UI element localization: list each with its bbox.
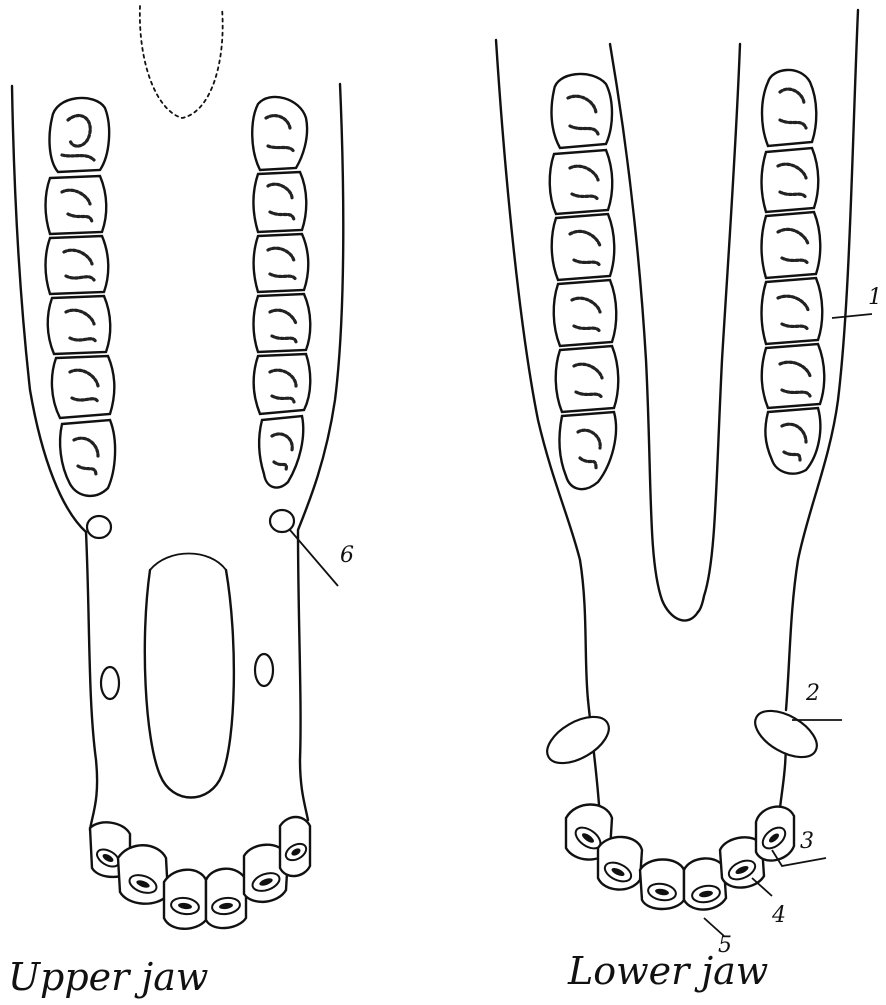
lower-incisors: [566, 805, 794, 910]
palatine-fissure-top: [150, 554, 226, 571]
lower-right-tooth-6: [765, 408, 820, 474]
label-4-leader: [752, 878, 772, 896]
soft-palate: [140, 6, 223, 118]
upper-right-tooth-4: [254, 294, 311, 352]
lower-jaw-inner-right: [698, 44, 740, 612]
lower-left-tooth-4: [554, 280, 617, 346]
lower-right-tooth-1: [762, 70, 816, 146]
upper-right-tooth-1: [252, 97, 307, 170]
foramen-right: [270, 510, 294, 532]
upper-left-tooth-2: [46, 176, 107, 234]
upper-left-tooth-6: [60, 420, 115, 496]
label-4: 4: [771, 903, 786, 928]
lower-left-tooth-1: [552, 74, 612, 148]
label-3: 3: [800, 829, 814, 854]
upper-right-tooth-5: [254, 354, 311, 414]
label-1: 1: [868, 285, 882, 310]
upper-right-tooth-6: [259, 416, 303, 488]
lower-left-tooth-5: [556, 346, 619, 412]
upper-left-tooth-1: [50, 98, 110, 172]
lower-left-tooth-3: [552, 214, 615, 280]
label-1-leader: [832, 314, 872, 318]
lower-left-tooth-2: [550, 150, 613, 214]
lower-right-tooth-3: [762, 212, 821, 278]
upper-left-tooth-3: [46, 236, 109, 294]
lower-jaw-caption: Lower jaw: [567, 949, 768, 993]
label-2: 2: [805, 681, 820, 706]
upper-jaw-caption: Upper jaw: [8, 955, 208, 999]
lower-canine-left: [540, 707, 617, 772]
upper-left-tooth-5: [52, 356, 114, 418]
palatine-fissure: [145, 570, 234, 798]
lower-incisor-6: [756, 807, 794, 861]
lower-left-tooth-6: [559, 412, 616, 489]
upper-incisor-3: [164, 870, 206, 929]
lower-right-tooth-5: [762, 344, 825, 408]
upper-right-cheek-teeth: [252, 97, 310, 488]
upper-incisors: [90, 817, 310, 929]
incisive-foramen-right: [255, 654, 273, 686]
upper-left-cheek-teeth: [46, 98, 116, 496]
lower-right-tooth-4: [762, 278, 823, 344]
upper-left-tooth-4: [48, 296, 111, 354]
lower-right-tooth-2: [762, 148, 819, 212]
lower-jaw-inner-left: [610, 44, 698, 621]
foramen-left: [87, 516, 111, 538]
upper-right-tooth-2: [254, 172, 307, 232]
upper-right-tooth-3: [254, 234, 309, 292]
upper-incisor-2: [118, 845, 168, 903]
incisive-foramen-left: [101, 667, 119, 699]
upper-jaw: 6 Upper jaw: [8, 6, 354, 999]
lower-jaw: 1 2 3 4 5 Lower jaw: [496, 10, 882, 993]
label-6: 6: [340, 543, 354, 568]
lower-left-cheek-teeth: [550, 74, 619, 489]
lower-right-cheek-teeth: [762, 70, 825, 474]
